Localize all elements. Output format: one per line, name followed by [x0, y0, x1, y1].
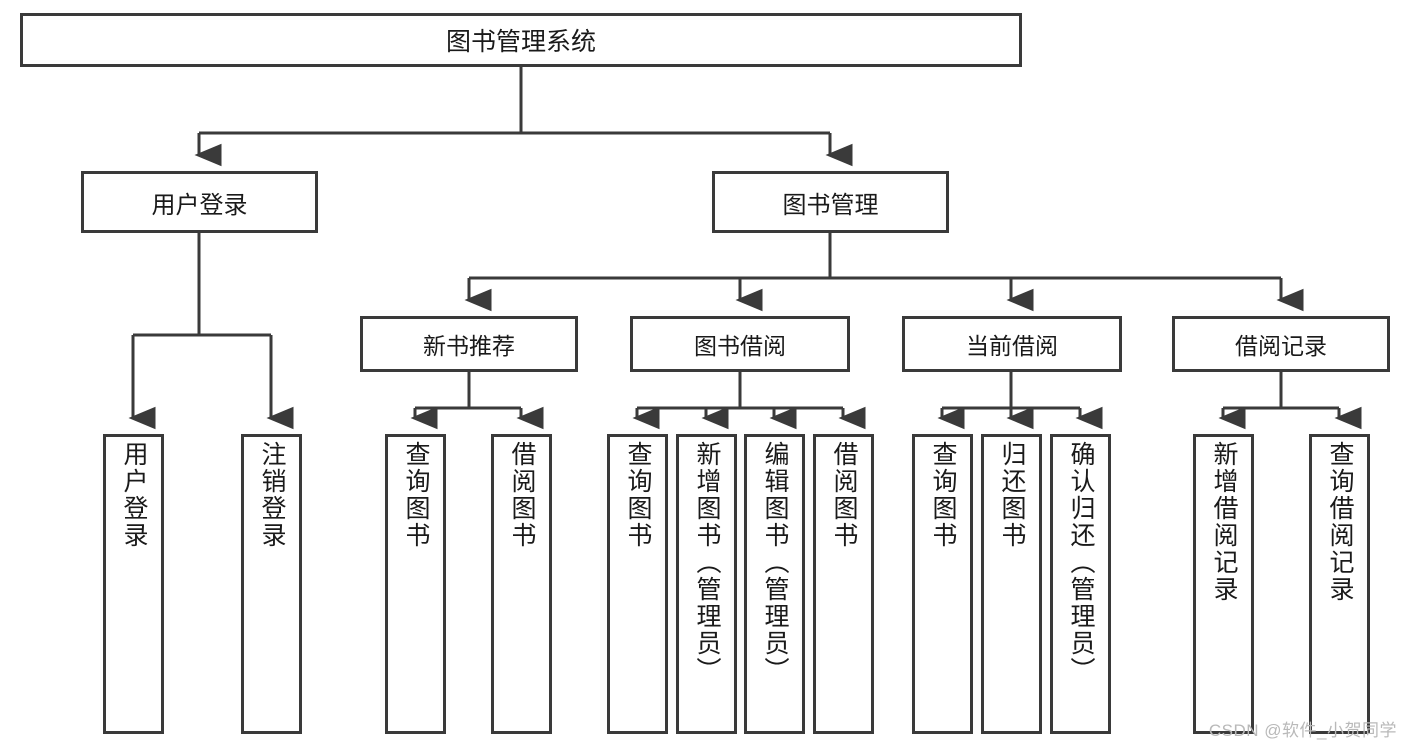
leaf-label: 查询图书: [624, 441, 652, 549]
leaf-current-return-book[interactable]: 归还图书: [981, 434, 1042, 734]
node-user-login[interactable]: 用户登录: [81, 171, 318, 233]
leaf-records-add-record[interactable]: 新增借阅记录: [1193, 434, 1254, 734]
connector-new-book-to-leaves: [410, 372, 544, 430]
leaf-label: 查询借阅记录: [1326, 441, 1354, 603]
leaf-borrow-query-book[interactable]: 查询图书: [607, 434, 668, 734]
node-borrow-records[interactable]: 借阅记录: [1172, 316, 1390, 372]
leaf-current-confirm-return-admin[interactable]: 确认归还（管理员）: [1050, 434, 1111, 734]
leaf-new-book-query[interactable]: 查询图书: [385, 434, 446, 734]
node-root-system[interactable]: 图书管理系统: [20, 13, 1022, 67]
node-new-book-recommend[interactable]: 新书推荐: [360, 316, 578, 372]
leaf-current-query-book[interactable]: 查询图书: [912, 434, 973, 734]
leaf-label: 查询图书: [929, 441, 957, 549]
connector-current-to-leaves: [937, 372, 1103, 430]
leaf-borrow-borrow-book[interactable]: 借阅图书: [813, 434, 874, 734]
leaf-label: 查询图书: [402, 441, 430, 549]
leaf-label: 新增借阅记录: [1210, 441, 1238, 603]
connector-user-login-to-leaves: [128, 233, 294, 430]
node-current-borrow[interactable]: 当前借阅: [902, 316, 1122, 372]
leaf-label: 新增图书（管理员）: [693, 441, 721, 684]
leaf-label: 借阅图书: [830, 441, 858, 549]
leaf-label: 借阅图书: [508, 441, 536, 549]
leaf-label: 确认归还（管理员）: [1067, 441, 1095, 684]
connector-records-to-leaves: [1218, 372, 1362, 430]
node-book-borrow[interactable]: 图书借阅: [630, 316, 850, 372]
leaf-records-query-record[interactable]: 查询借阅记录: [1309, 434, 1370, 734]
leaf-label: 用户登录: [120, 441, 148, 549]
connector-borrow-to-leaves: [632, 372, 866, 430]
connector-root-to-level2: [194, 67, 853, 167]
leaf-label: 编辑图书（管理员）: [761, 441, 789, 684]
leaf-label: 注销登录: [258, 441, 286, 549]
connector-book-manage-to-level3: [464, 233, 1304, 312]
node-book-management[interactable]: 图书管理: [712, 171, 949, 233]
leaf-borrow-edit-book-admin[interactable]: 编辑图书（管理员）: [744, 434, 805, 734]
leaf-borrow-add-book-admin[interactable]: 新增图书（管理员）: [676, 434, 737, 734]
watermark-csdn: CSDN @软件_小贺同学: [1208, 721, 1397, 740]
leaf-new-book-borrow[interactable]: 借阅图书: [491, 434, 552, 734]
leaf-user-login-logout[interactable]: 注销登录: [241, 434, 302, 734]
leaf-user-login-login[interactable]: 用户登录: [103, 434, 164, 734]
leaf-label: 归还图书: [998, 441, 1026, 549]
